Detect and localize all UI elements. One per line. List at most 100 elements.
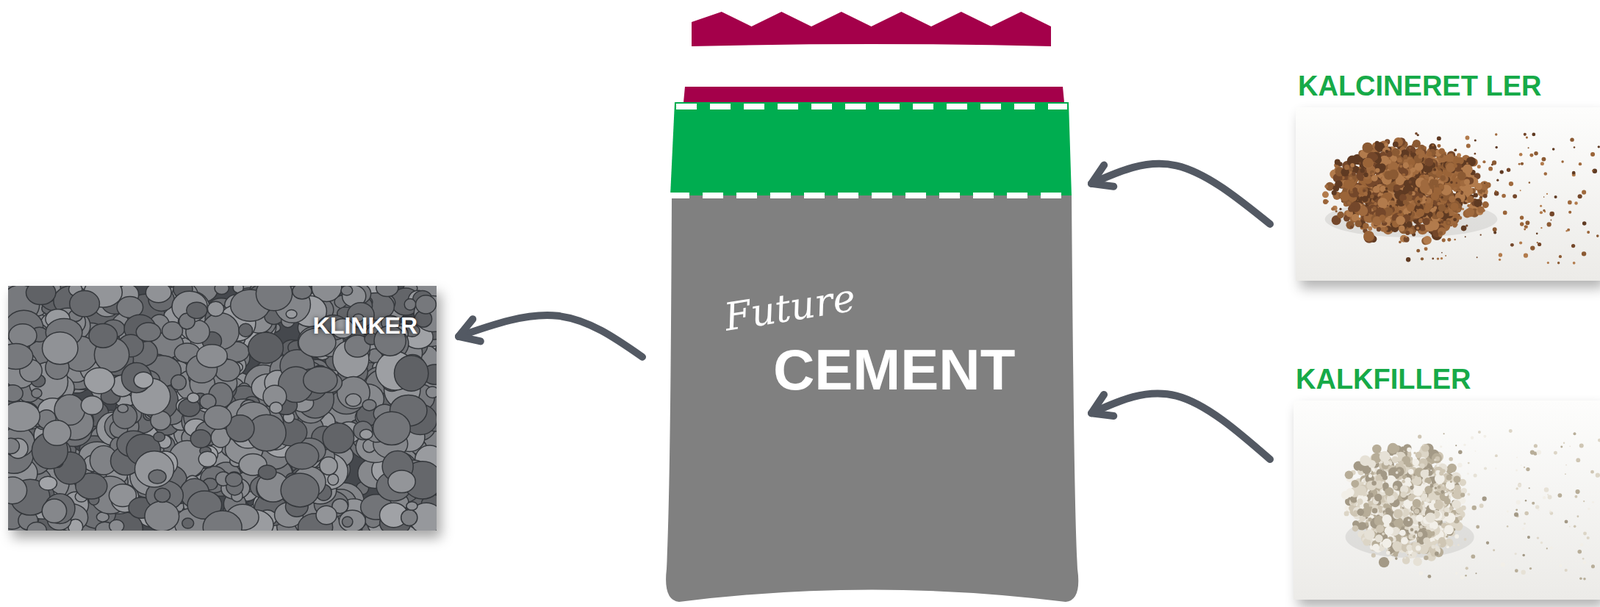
powder-grain xyxy=(1350,225,1354,229)
clinker-stone xyxy=(393,355,428,392)
clinker-stone xyxy=(187,393,200,403)
powder-grain xyxy=(1414,224,1421,231)
clinker-stone xyxy=(327,474,339,486)
photo-frame xyxy=(1295,107,1600,281)
clinker-stone xyxy=(319,457,338,475)
bag-dashed-line xyxy=(676,103,1068,110)
powder-grain xyxy=(1453,217,1457,222)
clinker-stone xyxy=(109,519,125,531)
clinker-stone xyxy=(198,451,217,467)
clinker-stone xyxy=(214,285,229,295)
powder-grain xyxy=(1446,153,1455,162)
clinker-stone xyxy=(38,476,57,491)
clinker-stone xyxy=(8,476,28,505)
clinker-stone xyxy=(353,421,373,440)
flow-arrow xyxy=(458,315,643,358)
clinker-stone xyxy=(338,510,366,531)
clinker-stone xyxy=(134,451,174,488)
clinker-stone xyxy=(255,285,292,311)
clinker-stone xyxy=(415,295,437,314)
clinker-ground xyxy=(8,285,437,531)
clinker-stone xyxy=(204,405,232,430)
powder-grain xyxy=(1408,146,1415,153)
clinker-stone xyxy=(376,285,399,297)
clinker-stone xyxy=(292,285,312,300)
clinker-stone xyxy=(80,396,103,416)
clinker-stone xyxy=(31,388,42,399)
clinker-stone xyxy=(341,285,353,296)
clinker-stone xyxy=(41,499,67,523)
powder-grain xyxy=(1374,162,1386,174)
clinker-stone xyxy=(135,322,161,342)
powder-grain xyxy=(1477,164,1481,169)
clinker-stone xyxy=(269,402,283,414)
clinker-stone xyxy=(43,420,72,446)
powder-grain xyxy=(1326,199,1329,203)
powder-grain xyxy=(1380,227,1386,232)
clinker-stone xyxy=(186,302,208,319)
ingredient-photo: KLINKER xyxy=(8,285,437,531)
clinker-stone xyxy=(238,323,253,337)
powder-grain xyxy=(1440,220,1445,225)
powder-grain xyxy=(1403,236,1410,243)
powder-grain xyxy=(1345,221,1354,230)
powder-grain xyxy=(1465,207,1476,218)
photo-ground xyxy=(1295,107,1600,281)
clinker-stone xyxy=(257,465,276,480)
clinker-stone xyxy=(202,510,242,531)
clinker-stone xyxy=(171,374,187,391)
clinker-stone xyxy=(154,488,170,502)
powder-grain xyxy=(1452,223,1457,228)
powder-grain xyxy=(1466,196,1474,203)
clinker-stone xyxy=(69,291,100,318)
clinker-stone xyxy=(88,324,118,349)
clinker-stone xyxy=(316,505,337,525)
powder-grain xyxy=(1461,225,1467,232)
clinker-stone xyxy=(345,393,361,407)
cement-bag: FutureCEMENT xyxy=(662,10,1082,602)
powder-grain xyxy=(1324,184,1329,189)
powder-grain xyxy=(1422,235,1432,245)
clinker-stone xyxy=(303,366,338,394)
powder-shadow xyxy=(1325,200,1498,238)
clinker-stone xyxy=(8,343,34,369)
bag-green-band xyxy=(670,102,1072,196)
clinker-stone xyxy=(145,285,172,303)
clinker-stone xyxy=(25,285,56,306)
clinker-stone xyxy=(207,301,224,317)
clinker-stone xyxy=(182,518,195,529)
clinker-stone xyxy=(322,423,354,454)
clinker-stone xyxy=(362,399,377,411)
clinker-stone xyxy=(196,344,228,368)
clinker-stone xyxy=(27,521,47,531)
clinker-stone xyxy=(8,438,20,454)
clinker-stone xyxy=(190,429,211,449)
clinker-stone xyxy=(112,404,137,429)
powder-grain xyxy=(1386,139,1389,142)
powder-grain xyxy=(1376,227,1381,232)
powder-grain xyxy=(1473,192,1478,197)
clinker-stone xyxy=(406,501,418,511)
powder-photo xyxy=(1295,107,1600,281)
bag-dashed-line xyxy=(668,192,1074,199)
clinker-stone xyxy=(404,299,416,311)
clinker-stone xyxy=(117,404,128,413)
powder-grain xyxy=(1331,207,1335,211)
clinker-stone xyxy=(388,470,416,494)
powder-grain xyxy=(1398,241,1402,245)
clinker-stone xyxy=(144,501,180,531)
bag-strip xyxy=(683,86,1065,103)
bag-body xyxy=(665,195,1079,602)
clinker-stone xyxy=(285,442,319,469)
bag-title: CEMENT xyxy=(773,341,1015,399)
powder-grain xyxy=(1351,171,1356,177)
ingredient-heading: KALCINERET LER xyxy=(1295,69,1542,108)
flow-arrow xyxy=(1091,393,1271,460)
powder-grain xyxy=(1445,154,1454,163)
clinker-stone xyxy=(342,516,353,527)
clinker-stone xyxy=(133,371,153,389)
powder-grain xyxy=(1358,161,1362,164)
clinker-stone xyxy=(285,310,297,319)
ingredient-photo: KALCINERET LER xyxy=(1295,69,1600,286)
